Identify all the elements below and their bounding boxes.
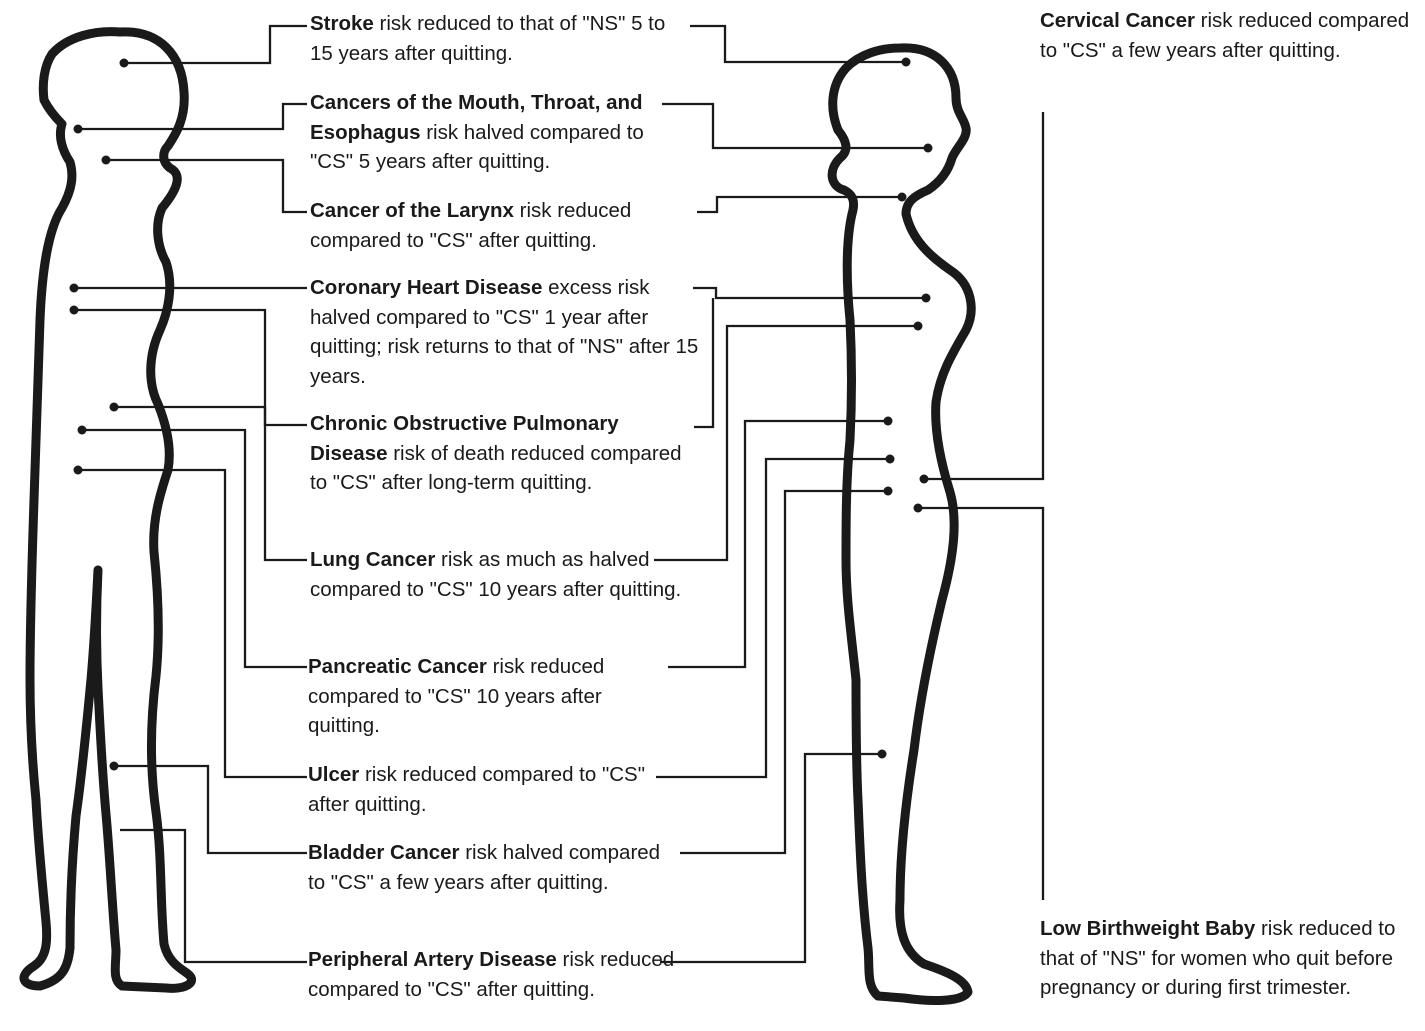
leader-line (82, 430, 307, 667)
leader-line (124, 26, 307, 63)
callout-title: Ulcer (308, 763, 359, 786)
leader-line (693, 288, 926, 298)
leader-line (78, 104, 307, 129)
callout-title: Stroke (310, 12, 374, 35)
anchor-dot (902, 58, 911, 67)
leader-line (78, 470, 307, 777)
anchor-dot (924, 144, 933, 153)
leader-line (690, 26, 906, 62)
leader-line (924, 112, 1043, 479)
leader-line (697, 197, 902, 212)
anchor-dot (70, 306, 79, 315)
callout-stroke: Stroke risk reduced to that of "NS" 5 to… (310, 9, 682, 68)
callout-title: Pancreatic Cancer (308, 655, 487, 678)
callout-mouth: Cancers of the Mouth, Throat, and Esopha… (310, 88, 690, 177)
anchor-dot (914, 322, 923, 331)
leader-line (918, 508, 1043, 900)
anchor-dot (120, 59, 129, 68)
anchor-dot (110, 762, 119, 771)
callout-birthweight: Low Birthweight Baby risk reduced to tha… (1040, 914, 1420, 1003)
callout-heart: Coronary Heart Disease excess risk halve… (310, 273, 702, 391)
callout-title: Bladder Cancer (308, 841, 460, 864)
callout-title: Coronary Heart Disease (310, 276, 542, 299)
leader-line (114, 766, 307, 853)
callout-copd: Chronic Obstructive Pulmonary Disease ri… (310, 409, 694, 498)
anchor-dot (920, 475, 929, 484)
male-figure (24, 32, 192, 989)
callout-ulcer: Ulcer risk reduced compared to "CS" afte… (308, 760, 668, 819)
callout-title: Low Birthweight Baby (1040, 917, 1255, 940)
callout-title: Cancer of the Larynx (310, 199, 514, 222)
callout-cervical: Cervical Cancer risk reduced compared to… (1040, 6, 1420, 65)
anchor-dot (922, 294, 931, 303)
callout-title: Peripheral Artery Disease (308, 948, 557, 971)
anchor-dot (78, 426, 87, 435)
callout-pad: Peripheral Artery Disease risk reduced c… (308, 945, 676, 1004)
callout-lung: Lung Cancer risk as much as halved compa… (310, 545, 686, 604)
anchor-dot (70, 284, 79, 293)
callout-pancreatic: Pancreatic Cancer risk reduced compared … (308, 652, 678, 741)
anchor-dot (74, 466, 83, 475)
anchor-dot (102, 156, 111, 165)
leader-line (660, 754, 882, 962)
leader-line (120, 830, 307, 962)
leader-line (662, 104, 928, 148)
female-figure (832, 48, 971, 1001)
anchor-dot (74, 125, 83, 134)
anchor-dot (914, 504, 923, 513)
anchor-dot (898, 193, 907, 202)
callout-bladder: Bladder Cancer risk halved compared to "… (308, 838, 678, 897)
leader-line (106, 160, 307, 212)
callout-title: Lung Cancer (310, 548, 435, 571)
anchor-dot (886, 455, 895, 464)
callout-title: Cervical Cancer (1040, 9, 1195, 32)
callout-larynx: Cancer of the Larynx risk reduced compar… (310, 196, 694, 255)
anchor-dot (878, 750, 887, 759)
anchor-dot (884, 487, 893, 496)
callout-body: risk reduced compared to "CS" after quit… (308, 763, 645, 816)
anchor-dot (884, 417, 893, 426)
anchor-dot (110, 403, 119, 412)
